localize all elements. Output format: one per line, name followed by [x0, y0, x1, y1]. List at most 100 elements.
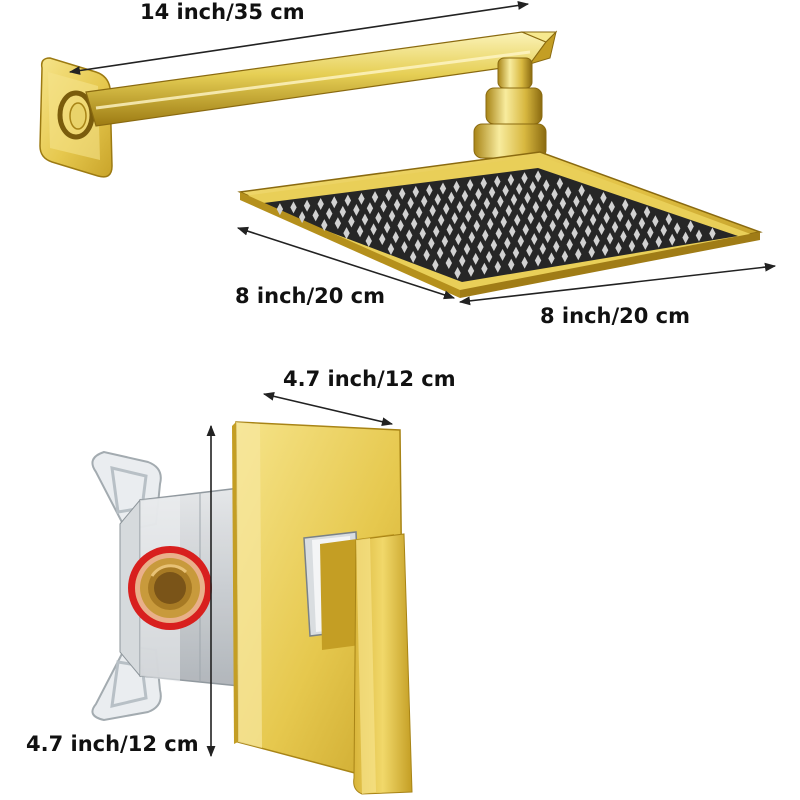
nozzle — [551, 188, 558, 201]
nozzle — [402, 208, 409, 221]
nozzle — [509, 225, 516, 238]
nozzle — [317, 197, 324, 210]
nozzle — [638, 217, 646, 230]
nozzle — [682, 231, 689, 244]
nozzle — [424, 215, 431, 228]
nozzle — [549, 219, 556, 232]
nozzle — [415, 206, 423, 219]
nozzle — [371, 191, 379, 204]
nozzle — [539, 242, 547, 255]
nozzle — [451, 212, 458, 225]
nozzle — [455, 233, 462, 246]
nozzle — [497, 195, 504, 208]
nozzle — [588, 246, 595, 259]
head-width-label: 8 inch/20 cm — [540, 304, 691, 328]
nozzle — [534, 254, 542, 267]
nozzle — [615, 242, 622, 255]
nozzle — [437, 214, 445, 227]
nozzle — [510, 193, 518, 206]
nozzle — [366, 202, 374, 215]
nozzle — [499, 248, 506, 261]
nozzle — [421, 195, 428, 208]
nozzle — [526, 244, 533, 257]
nozzle — [603, 211, 610, 224]
nozzle — [407, 196, 414, 209]
nozzle — [507, 173, 515, 186]
lever-handle — [303, 531, 413, 795]
nozzle — [584, 225, 592, 238]
nozzle — [600, 191, 607, 204]
nozzle — [595, 202, 602, 215]
nozzle — [598, 223, 605, 236]
nozzle — [312, 209, 319, 222]
nozzle — [477, 241, 484, 254]
nozzle — [524, 191, 531, 204]
valve-width-label: 4.7 inch/12 cm — [283, 367, 456, 391]
nozzle — [543, 179, 550, 192]
nozzle — [668, 233, 676, 246]
nozzle — [673, 222, 681, 235]
nozzle — [453, 180, 460, 193]
nozzle — [380, 200, 387, 213]
nozzle — [339, 205, 347, 218]
nozzle — [633, 228, 641, 241]
nozzle — [388, 210, 396, 223]
nozzle — [473, 219, 480, 232]
nozzle — [412, 185, 419, 198]
nozzle — [475, 188, 482, 201]
head-width-arrow — [458, 262, 777, 306]
nozzle — [448, 191, 455, 204]
valve-body — [91, 450, 241, 722]
nozzle — [553, 240, 560, 253]
nozzle — [536, 221, 543, 234]
nozzle — [559, 197, 567, 210]
nozzle — [601, 244, 609, 257]
nozzle — [562, 217, 570, 230]
nozzle — [556, 177, 564, 190]
nozzle — [353, 204, 360, 217]
arm-length-label: 14 inch/35 cm — [140, 0, 305, 24]
nozzle — [514, 214, 521, 227]
nozzle — [456, 200, 463, 213]
nozzle — [334, 217, 342, 230]
nozzle — [461, 189, 469, 202]
nozzle — [472, 252, 479, 265]
nozzle — [276, 203, 284, 216]
nozzle — [527, 212, 534, 225]
nozzle — [326, 207, 333, 220]
nozzle — [622, 198, 629, 211]
nozzle — [568, 206, 575, 219]
nozzle — [466, 179, 474, 192]
nozzle — [655, 235, 662, 248]
nozzle — [487, 217, 494, 230]
nozzle — [586, 193, 594, 206]
nozzle — [505, 204, 513, 217]
nozzle — [589, 213, 597, 226]
nozzle — [399, 187, 406, 200]
nozzle — [616, 209, 624, 222]
nozzle — [290, 201, 297, 214]
nozzle — [460, 221, 467, 234]
nozzle — [557, 229, 565, 242]
nozzle — [470, 199, 477, 212]
nozzle — [385, 189, 392, 202]
nozzle — [578, 184, 585, 197]
nozzle — [504, 237, 511, 250]
nozzle — [628, 239, 636, 252]
nozzle — [521, 172, 528, 185]
nozzle — [561, 250, 569, 263]
nozzle — [564, 186, 572, 199]
nozzle — [522, 223, 529, 236]
nozzle — [410, 217, 418, 230]
head-depth-label: 8 inch/20 cm — [235, 284, 386, 308]
arm-length-arrow — [68, 1, 530, 75]
valve-width-arrow — [262, 391, 394, 427]
nozzle — [331, 196, 338, 209]
nozzle — [566, 238, 573, 251]
nozzle — [581, 204, 588, 217]
nozzle — [532, 201, 540, 214]
nozzle — [478, 208, 485, 221]
nozzle — [483, 197, 491, 210]
nozzle — [515, 182, 523, 195]
